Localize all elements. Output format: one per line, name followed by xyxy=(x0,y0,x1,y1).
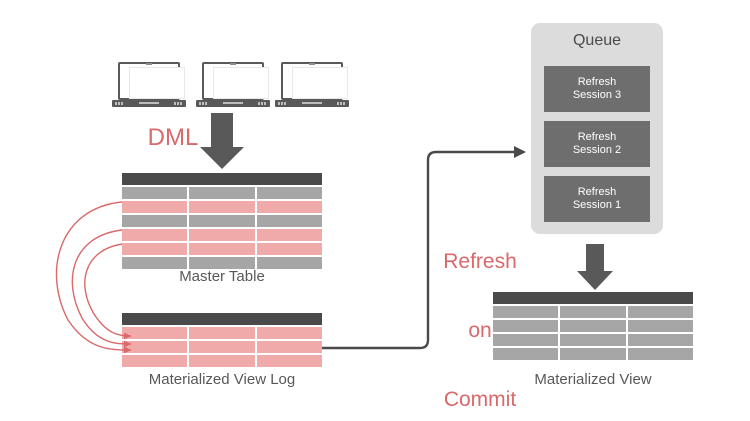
table-cell xyxy=(122,257,188,269)
table-cell xyxy=(256,229,322,241)
table-cell xyxy=(256,215,322,227)
table-cell xyxy=(189,327,255,339)
mv-log-caption: Materialized View Log xyxy=(148,371,296,388)
table-row xyxy=(122,215,322,227)
table-row xyxy=(122,243,322,255)
table-cell xyxy=(493,306,559,318)
table-row xyxy=(122,257,322,269)
table-row xyxy=(493,334,693,346)
table-cell xyxy=(189,201,255,213)
table-cell xyxy=(493,334,559,346)
session-label-line1: Refresh xyxy=(577,186,617,198)
table-cell xyxy=(560,306,626,318)
dml-label: DML xyxy=(147,124,199,151)
session-label-line1: Refresh xyxy=(577,76,617,88)
session-label-line1: Refresh xyxy=(577,131,617,143)
table-cell xyxy=(627,306,693,318)
table-row xyxy=(493,320,693,332)
table-cell xyxy=(122,187,188,199)
table-cell xyxy=(189,341,255,353)
laptop-trackpad xyxy=(139,102,159,104)
table-cell xyxy=(122,327,188,339)
table-cell xyxy=(560,348,626,360)
queue-session-item[interactable]: Refresh Session 2 xyxy=(544,121,650,167)
queue-session-item[interactable]: Refresh Session 3 xyxy=(544,66,650,112)
laptop-camera xyxy=(146,63,152,65)
roc-line-3: Commit xyxy=(443,388,517,411)
laptop-vent-right xyxy=(174,102,183,105)
table-cell xyxy=(256,187,322,199)
table-cell xyxy=(256,341,322,353)
table-cell xyxy=(189,215,255,227)
table-cell xyxy=(627,334,693,346)
table-cell xyxy=(256,201,322,213)
table-cell xyxy=(122,243,188,255)
session-label-line2: Session 1 xyxy=(572,199,622,211)
table-row xyxy=(122,341,322,353)
master-table xyxy=(122,173,322,269)
table-cell xyxy=(256,243,322,255)
table-cell xyxy=(189,355,255,367)
table-cell xyxy=(560,334,626,346)
table-cell xyxy=(122,229,188,241)
table-cell xyxy=(256,257,322,269)
mv-log-table xyxy=(122,313,322,367)
table-cell xyxy=(493,348,559,360)
laptop-vent-left xyxy=(199,102,208,105)
laptop-icon xyxy=(196,62,270,110)
laptop-vent-right xyxy=(258,102,267,105)
laptop-screen xyxy=(213,67,269,99)
table-cell xyxy=(560,320,626,332)
table-cell xyxy=(189,243,255,255)
table-cell xyxy=(256,355,322,367)
table-cell xyxy=(122,341,188,353)
session-label-line2: Session 2 xyxy=(572,144,622,156)
queue-session-item[interactable]: Refresh Session 1 xyxy=(544,176,650,222)
laptop-vent-left xyxy=(115,102,124,105)
table-row xyxy=(493,348,693,360)
laptop-vent-right xyxy=(337,102,346,105)
queue-title: Queue xyxy=(572,32,622,49)
table-cell xyxy=(256,327,322,339)
session-label-line2: Session 3 xyxy=(572,89,622,101)
laptop-trackpad xyxy=(223,102,243,104)
table-row xyxy=(122,327,322,339)
table-row xyxy=(122,201,322,213)
laptop-camera xyxy=(230,63,236,65)
laptop-icon xyxy=(275,62,349,110)
table-cell xyxy=(122,215,188,227)
table-cell xyxy=(122,201,188,213)
laptop-lid xyxy=(281,62,348,100)
table-row xyxy=(122,355,322,367)
laptop-lid xyxy=(118,62,185,100)
materialized-view-caption: Materialized View xyxy=(534,371,652,388)
master-table-header xyxy=(122,173,322,185)
mv-log-header xyxy=(122,313,322,325)
laptop-icon xyxy=(112,62,186,110)
queue-panel: Queue Refresh Session 3 Refresh Session … xyxy=(531,23,663,234)
laptop-screen xyxy=(292,67,348,99)
laptop-trackpad xyxy=(302,102,322,104)
materialized-view-header xyxy=(493,292,693,304)
table-row xyxy=(122,229,322,241)
laptop-screen xyxy=(129,67,185,99)
log-capture-arrow xyxy=(55,201,132,354)
roc-line-1: Refresh xyxy=(443,250,517,273)
master-table-caption: Master Table xyxy=(179,268,265,285)
table-cell xyxy=(189,187,255,199)
materialized-view-table xyxy=(493,292,693,360)
table-cell xyxy=(627,348,693,360)
table-cell xyxy=(493,320,559,332)
queue-to-view-arrow-icon xyxy=(577,244,613,290)
table-cell xyxy=(189,257,255,269)
table-cell xyxy=(627,320,693,332)
laptop-vent-left xyxy=(278,102,287,105)
laptop-camera xyxy=(309,63,315,65)
laptop-lid xyxy=(202,62,269,100)
table-cell xyxy=(122,355,188,367)
table-cell xyxy=(189,229,255,241)
table-row xyxy=(122,187,322,199)
table-row xyxy=(493,306,693,318)
